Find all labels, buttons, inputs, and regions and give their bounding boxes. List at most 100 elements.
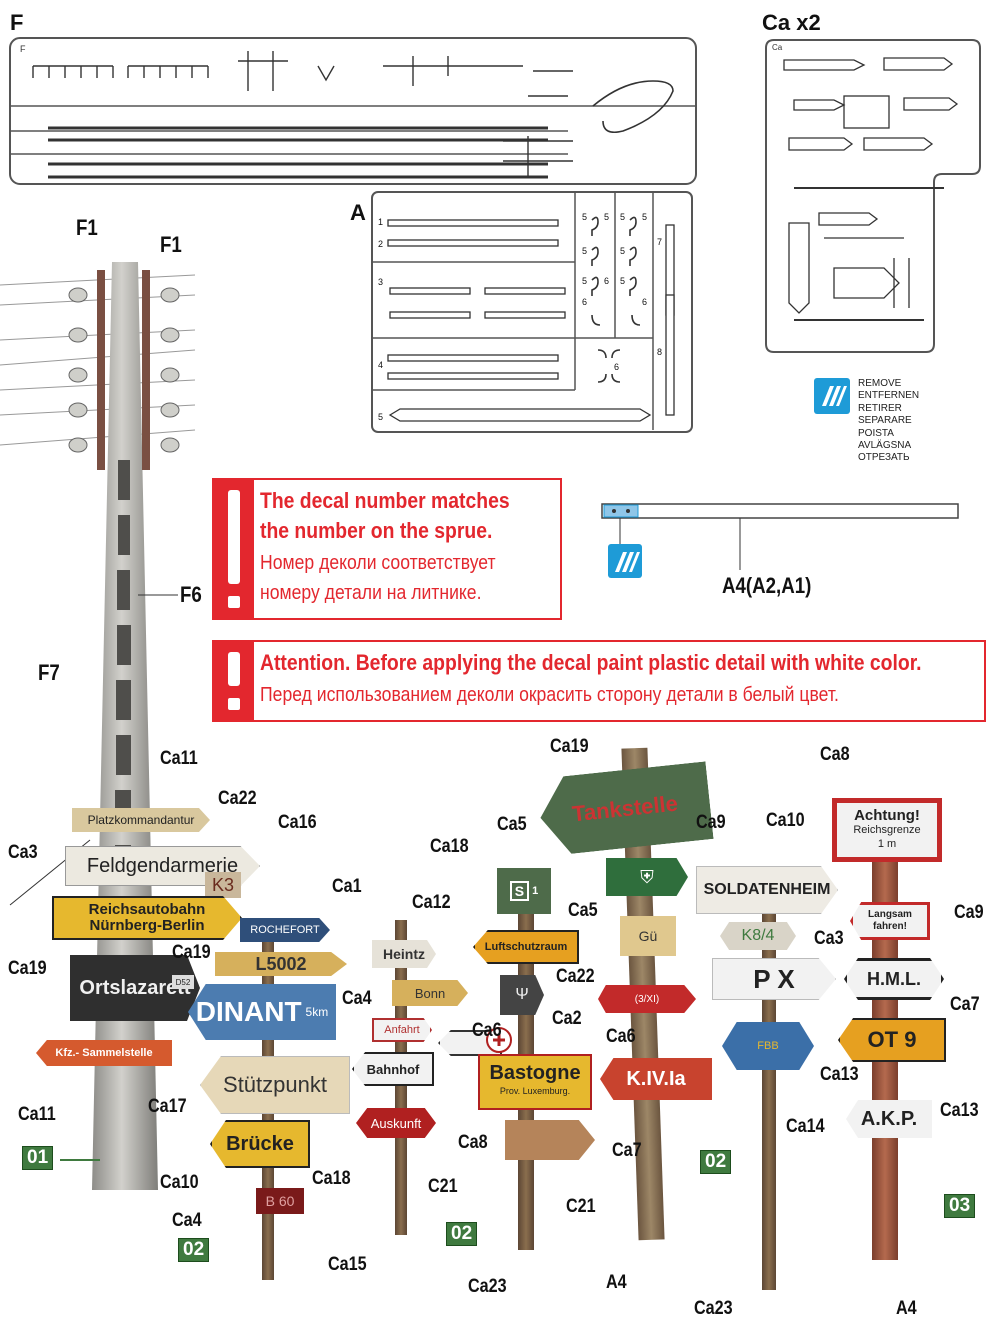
group-tag-02-left: 02 xyxy=(178,1238,210,1262)
callout-ca15: Ca15 xyxy=(328,1254,367,1275)
callout-ca3-left: Ca3 xyxy=(8,842,38,863)
svg-text:5: 5 xyxy=(582,212,587,222)
callout-ca5-right: Ca5 xyxy=(568,900,598,921)
sign-s1-letter: S xyxy=(509,881,530,901)
sign-k84: K8/4 xyxy=(720,922,796,950)
sign-reichsautobahn: Reichsautobahn Nürnberg-Berlin xyxy=(52,896,242,940)
callout-ca8-right: Ca8 xyxy=(820,744,850,765)
sign-dinant-text: DINANT xyxy=(195,996,302,1027)
sign-achtung-title: Achtung! xyxy=(854,807,920,824)
callout-ca11-bottom: Ca11 xyxy=(18,1104,56,1125)
warning-decal-number: The decal number matches the number on t… xyxy=(212,478,562,620)
svg-text:3: 3 xyxy=(378,277,383,287)
callout-ca19-top: Ca19 xyxy=(550,736,589,757)
sign-bahnhof: Bahnhof xyxy=(352,1052,434,1086)
sign-tankstelle: Tankstelle xyxy=(536,761,713,856)
sign-ot9: OT 9 xyxy=(838,1018,946,1062)
sign-auskunft: Auskunft xyxy=(356,1108,436,1138)
callout-ca14: Ca14 xyxy=(786,1116,825,1137)
callout-ca23-right: Ca23 xyxy=(694,1298,733,1319)
sign-brucke: Brücke xyxy=(210,1120,310,1168)
svg-text:5: 5 xyxy=(582,276,587,286)
sign-reichsautobahn-line2: Nürnberg-Berlin xyxy=(89,917,205,934)
callout-c21-left: C21 xyxy=(428,1176,458,1197)
callout-c21-mid: C21 xyxy=(566,1196,596,1217)
sprue-f-label: F xyxy=(10,10,24,35)
callout-ca16: Ca16 xyxy=(278,812,317,833)
sign-l5002: L5002 xyxy=(215,952,347,976)
svg-text:8: 8 xyxy=(657,347,662,357)
svg-text:5: 5 xyxy=(642,212,647,222)
sign-langsam: Langsam fahren! xyxy=(850,902,930,940)
callout-ca10-right: Ca10 xyxy=(766,810,805,831)
sign-langsam-line2: fahren! xyxy=(873,921,907,932)
sign-px: P X xyxy=(712,958,836,1000)
callout-ca2: Ca2 xyxy=(552,1008,582,1029)
sign-soldatenheim: SOLDATENHEIM xyxy=(696,866,838,914)
sign-gu: Gü xyxy=(620,916,676,956)
svg-text:5: 5 xyxy=(620,246,625,256)
svg-text:6: 6 xyxy=(614,362,619,372)
sign-bastogne-name: Bastogne xyxy=(489,1062,581,1084)
warning-paint-white: Attention. Before applying the decal pai… xyxy=(212,640,986,722)
svg-text:4: 4 xyxy=(378,360,383,370)
sign-kivia: K.IV.Ia xyxy=(600,1058,712,1100)
group-tag-03: 03 xyxy=(944,1194,976,1218)
a4-part-label: A4(A2,A1) xyxy=(722,573,812,598)
callout-ca7-right: Ca7 xyxy=(950,994,980,1015)
callout-f1-left: F1 xyxy=(76,215,98,240)
sign-3xi: (3/XI) xyxy=(598,985,696,1013)
sign-rochefort: ROCHEFORT xyxy=(240,918,330,942)
svg-text:6: 6 xyxy=(582,297,587,307)
callout-ca18-mid: Ca18 xyxy=(430,836,469,857)
svg-text:6: 6 xyxy=(604,276,609,286)
sign-dinant: DINANT 5km xyxy=(188,984,336,1040)
sign-bonn: Bonn xyxy=(392,980,468,1006)
callout-ca8-left: Ca8 xyxy=(458,1132,488,1153)
callout-ca5-mid: Ca5 xyxy=(497,814,527,835)
remove-icon xyxy=(814,378,850,414)
callout-ca4-mid: Ca4 xyxy=(342,988,372,1009)
sign-achtung-distance: 1 m xyxy=(877,838,897,850)
telegraph-pole xyxy=(0,262,196,1190)
callout-ca19-left: Ca19 xyxy=(8,958,47,979)
callout-ca7-left: Ca7 xyxy=(612,1140,642,1161)
sign-platzkommandantur: Platzkommandantur xyxy=(72,808,210,832)
red-cross-icon xyxy=(486,1027,512,1053)
callout-ca13-mid: Ca13 xyxy=(820,1064,859,1085)
callout-ca22-mid: Ca22 xyxy=(556,966,595,987)
sign-reichsautobahn-line1: Reichsautobahn xyxy=(88,901,206,918)
callout-ca11-top: Ca11 xyxy=(160,748,198,769)
svg-text:5: 5 xyxy=(620,276,625,286)
sign-fbb: FBB xyxy=(722,1022,814,1070)
sprue-ca-label: Ca x2 xyxy=(762,10,821,35)
svg-text:F: F xyxy=(20,44,26,54)
sign-b60: B 60 xyxy=(256,1188,304,1214)
sprue-ca-drawing: Ca xyxy=(765,39,981,353)
sign-c21-arrow xyxy=(505,1120,595,1160)
group-tag-02-mid: 02 xyxy=(446,1222,478,1246)
callout-ca6-left: Ca6 xyxy=(472,1020,502,1041)
sign-anfahrt: Anfahrt xyxy=(372,1018,432,1042)
svg-text:5: 5 xyxy=(582,246,587,256)
svg-text:5: 5 xyxy=(378,412,383,422)
callout-ca19-mid: Ca19 xyxy=(172,942,211,963)
svg-text:2: 2 xyxy=(378,239,383,249)
sign-bastogne: Bastogne Prov. Luxemburg. xyxy=(478,1054,592,1110)
sign-achtung: Achtung! Reichsgrenze 1 m xyxy=(832,798,942,862)
sprue-a-label: A xyxy=(350,200,366,225)
sign-stutzpunkt: Stützpunkt xyxy=(200,1056,350,1114)
callout-ca3-right: Ca3 xyxy=(814,928,844,949)
sprue-f-drawing: F xyxy=(9,37,697,185)
callout-f7: F7 xyxy=(38,660,60,685)
callout-a4-right: A4 xyxy=(896,1298,917,1319)
callout-ca10-left: Ca10 xyxy=(160,1172,199,1193)
svg-text:5: 5 xyxy=(620,212,625,222)
svg-text:1: 1 xyxy=(378,217,383,227)
sign-heintz: Heintz xyxy=(372,940,436,968)
callout-a4-left: A4 xyxy=(606,1272,627,1293)
sign-hml: H.M.L. xyxy=(844,958,944,1000)
callout-ca6-right: Ca6 xyxy=(606,1026,636,1047)
sign-plate-d52: D52 xyxy=(172,975,194,989)
callout-ca4-left: Ca4 xyxy=(172,1210,202,1231)
